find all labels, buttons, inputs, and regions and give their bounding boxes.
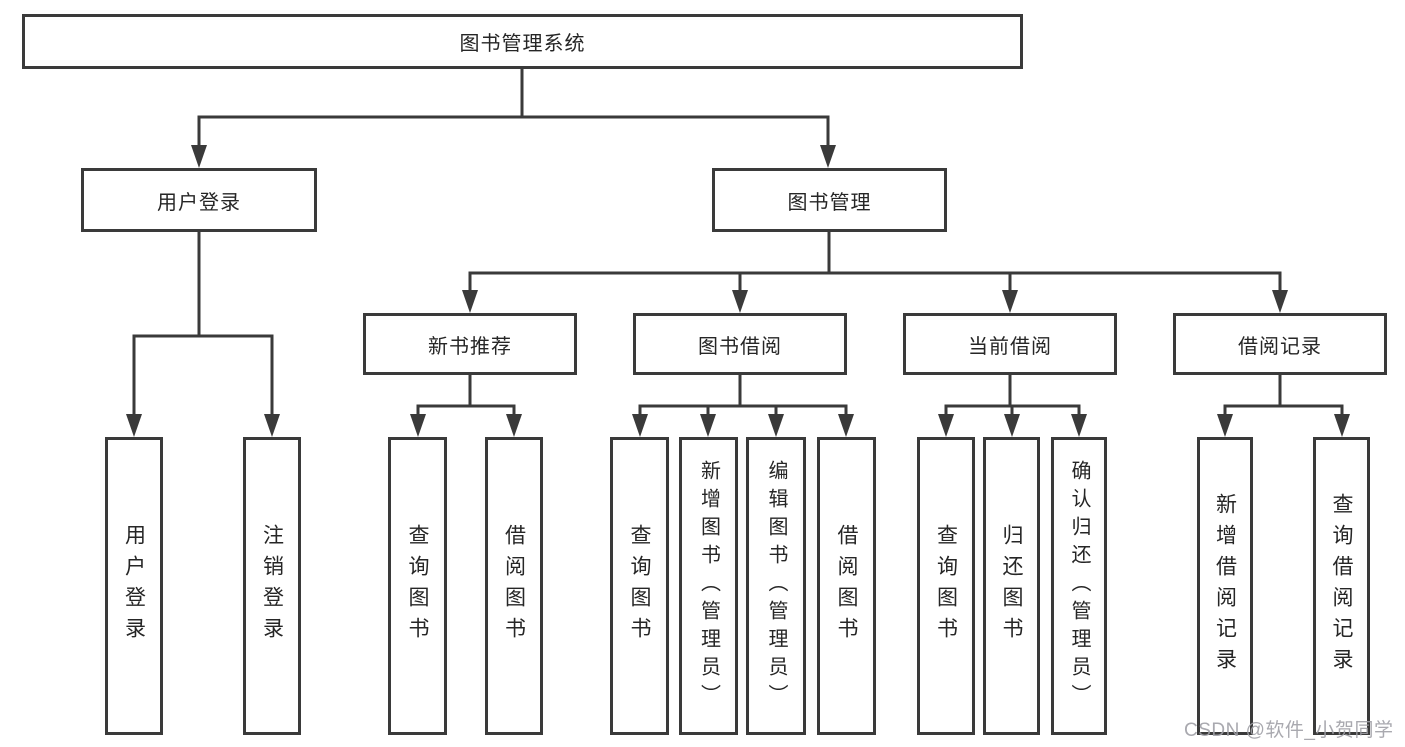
node-user-login: 用户登录 xyxy=(81,168,317,232)
leaf-logout: 注销登录 xyxy=(243,437,301,735)
node-book-borrow: 图书借阅 xyxy=(633,313,847,375)
connector-root-to-level2 xyxy=(197,69,830,147)
leaf-return-book: 归还图书 xyxy=(983,437,1040,735)
connector-user-login-to-children xyxy=(132,232,274,416)
node-current-borrow: 当前借阅 xyxy=(903,313,1117,375)
leaf-confirm-return-admin: 确认归还（管理员） xyxy=(1051,437,1107,735)
node-root: 图书管理系统 xyxy=(22,14,1023,69)
leaf-query-book-current: 查询图书 xyxy=(917,437,975,735)
leaf-borrow-book-recommend: 借阅图书 xyxy=(485,437,543,735)
node-borrow-records: 借阅记录 xyxy=(1173,313,1387,375)
leaf-edit-book-admin: 编辑图书（管理员） xyxy=(746,437,806,735)
leaf-add-borrow-record: 新增借阅记录 xyxy=(1197,437,1253,735)
connector-book-borrow-to-children xyxy=(638,375,848,416)
leaf-borrow-book: 借阅图书 xyxy=(817,437,876,735)
node-new-book-recommend: 新书推荐 xyxy=(363,313,577,375)
connector-book-management-to-level3 xyxy=(468,232,1282,292)
arrowheads xyxy=(126,145,1350,437)
leaf-query-book-recommend: 查询图书 xyxy=(388,437,447,735)
connector-current-borrow-to-children xyxy=(944,375,1081,416)
connector-new-book-recommend-to-children xyxy=(416,375,516,416)
leaf-query-book-borrow: 查询图书 xyxy=(610,437,669,735)
connector-borrow-records-to-children xyxy=(1223,375,1344,416)
leaf-add-book-admin: 新增图书（管理员） xyxy=(679,437,738,735)
leaf-user-login: 用户登录 xyxy=(105,437,163,735)
node-book-management: 图书管理 xyxy=(712,168,947,232)
watermark: CSDN @软件_小贺同学 xyxy=(1184,720,1394,741)
leaf-query-borrow-record: 查询借阅记录 xyxy=(1313,437,1370,735)
